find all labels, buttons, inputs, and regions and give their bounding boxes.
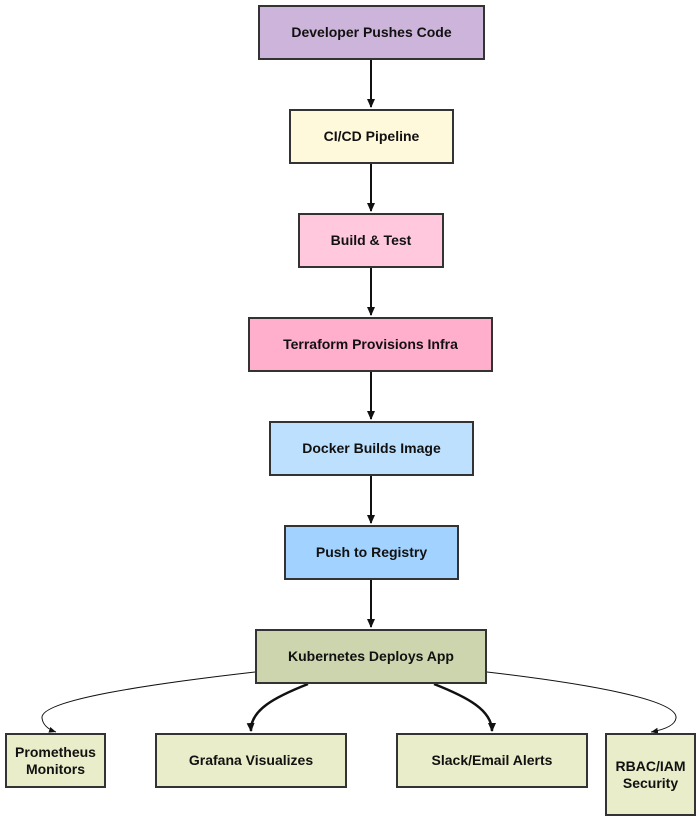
build-and-test-node: Build & Test (298, 213, 444, 268)
edge-k8s-to-prometheus (41, 671, 256, 733)
slack-email-alerts-node: Slack/Email Alerts (396, 733, 588, 788)
kubernetes-deploys-app-node: Kubernetes Deploys App (255, 629, 487, 684)
ci-cd-pipeline-node: CI/CD Pipeline (289, 109, 454, 164)
grafana-visualizes-node: Grafana Visualizes (155, 733, 347, 788)
edge-k8s-to-grafana (246, 682, 309, 732)
terraform-provisions-infra-node: Terraform Provisions Infra (248, 317, 493, 372)
developer-pushes-code-node: Developer Pushes Code (258, 5, 485, 60)
edge-k8s-to-alerts (433, 682, 496, 732)
docker-builds-image-node: Docker Builds Image (269, 421, 474, 476)
push-to-registry-node: Push to Registry (284, 525, 459, 580)
prometheus-monitors-node: Prometheus Monitors (5, 733, 106, 788)
edge-k8s-to-rbac (486, 671, 677, 734)
rbac-iam-security-node: RBAC/IAM Security (605, 733, 696, 816)
